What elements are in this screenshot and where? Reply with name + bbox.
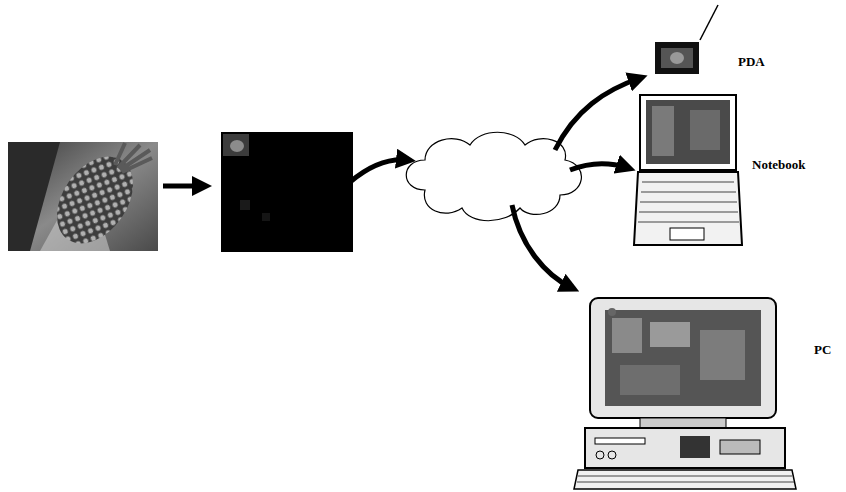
- source-photo: [8, 142, 158, 258]
- arrow: [163, 184, 204, 189]
- desktop-pc: [574, 298, 796, 489]
- device-label: PC: [814, 343, 831, 357]
- pda-device: [655, 5, 718, 74]
- device-label: PDA: [738, 55, 765, 69]
- arrow: [570, 164, 628, 170]
- compressed-image: [221, 132, 353, 252]
- arrow: [555, 78, 640, 150]
- arrow: [350, 160, 408, 182]
- notebook-computer: [634, 95, 742, 245]
- device-label: Notebook: [752, 158, 805, 172]
- arrow: [512, 205, 572, 288]
